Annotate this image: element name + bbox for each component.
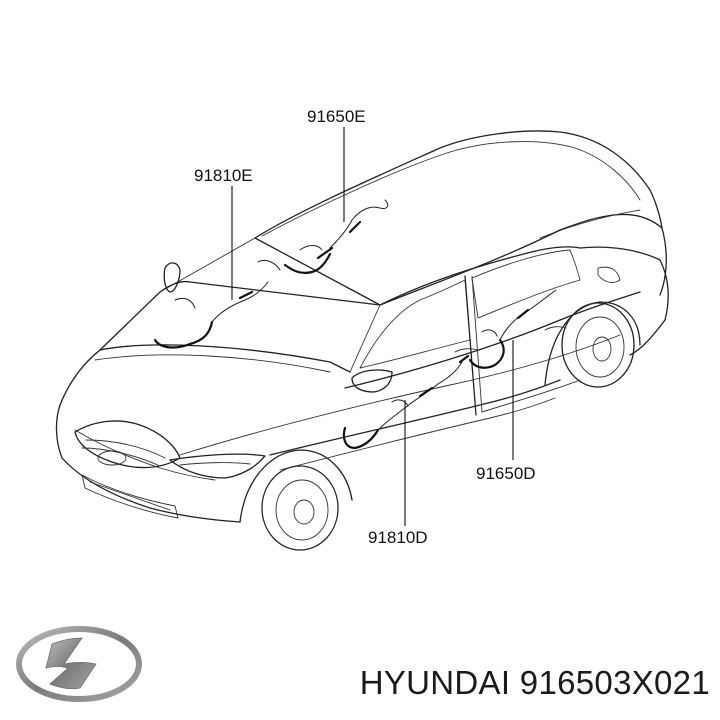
car-body-drawing: [55, 130, 669, 551]
callout-91650E: 91650E: [307, 107, 366, 126]
callout-leaders: [231, 127, 514, 526]
wiring-harness-front-door-lower: [342, 354, 470, 450]
callout-91650D: 91650D: [476, 464, 536, 483]
hyundai-logo: [16, 626, 142, 702]
wiring-harness-rear-door: [468, 289, 557, 369]
wiring-harness-front-door-upper: [153, 199, 389, 349]
callout-91810D: 91810D: [368, 528, 428, 547]
callout-91810E: 91810E: [194, 166, 253, 185]
part-caption: HYUNDAI 916503X021: [359, 664, 710, 701]
